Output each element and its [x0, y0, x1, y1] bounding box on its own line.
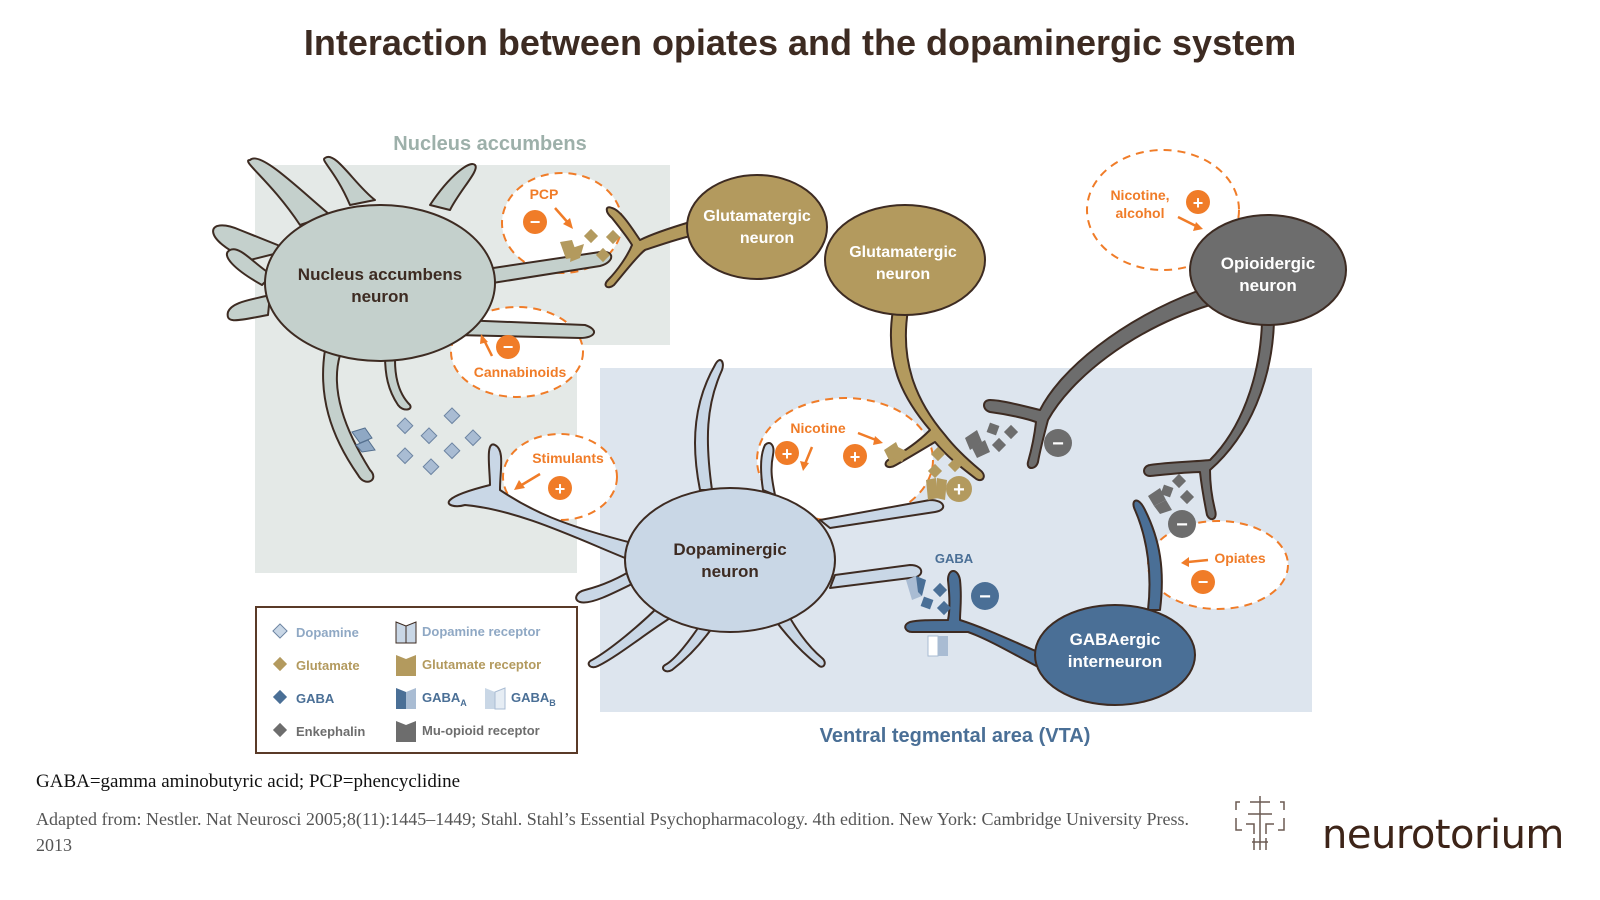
gaba-neuron-label-2: interneuron [1068, 652, 1162, 671]
glutamate-plus-sign: + [953, 479, 965, 501]
dopamine-receptor-nac [351, 427, 376, 453]
legend-dopamine-receptor-icon [395, 621, 417, 644]
gaba-receptors [906, 576, 948, 657]
nac-neuron-label-2: neuron [351, 287, 409, 306]
cannabinoids-label: Cannabinoids [474, 364, 567, 380]
dopa-neuron-label-2: neuron [701, 562, 759, 581]
opiates-label: Opiates [1214, 550, 1266, 566]
glutamate-plus-badge [946, 476, 972, 502]
pcp-annotation: PCP − [523, 186, 573, 234]
legend-glutamate-icon [272, 656, 288, 672]
enkephalin-minus-sign-1: − [1052, 433, 1064, 455]
gabaergic-interneuron [904, 499, 1196, 706]
nicotine-alcohol-zone [1086, 149, 1240, 271]
legend-gaba-label: GABA [296, 691, 335, 706]
nicotine-alcohol-arrow [1177, 215, 1197, 228]
legend-glutamate-receptor-label: Glutamate receptor [422, 657, 541, 672]
nicotine-label: Nicotine [790, 420, 845, 436]
mu-opioid-receptors [965, 430, 1172, 514]
enkephalin-minus-badge-1 [1044, 429, 1072, 457]
source-citation: Adapted from: Nestler. Nat Neurosci 2005… [36, 809, 1190, 855]
opioid-label-2: neuron [1239, 276, 1297, 295]
nicotine-annotation: Nicotine + + [775, 420, 883, 471]
pcp-effect-sign: − [530, 212, 541, 232]
nicotine-effect-badge-1 [775, 441, 799, 465]
legend-gaba-icon [272, 689, 288, 705]
nucleus-accumbens-neuron [212, 155, 613, 483]
legend-gaba-b-icon [485, 687, 506, 710]
enkephalin-molecules [986, 422, 1195, 505]
abbreviations-footnote: GABA=gamma aminobutyric acid; PCP=phency… [36, 771, 461, 792]
nicotine-alcohol-label-1: Nicotine, [1110, 187, 1169, 203]
gaba-molecules [920, 582, 952, 616]
legend-enkephalin-icon [272, 722, 288, 738]
cannabinoids-annotation: − Cannabinoids [474, 334, 567, 380]
legend-mu-opioid-receptor-icon [396, 721, 416, 742]
dopaminergic-neuron [447, 359, 945, 673]
legend-glutamate-label: Glutamate [296, 658, 360, 673]
opiates-arrow [1187, 558, 1209, 564]
stimulants-arrow [519, 472, 541, 488]
glutamatergic-neuron-2 [824, 204, 986, 482]
nicotine-arrow-right [857, 431, 877, 442]
nucleus-accumbens-label: Nucleus accumbens [393, 133, 586, 155]
legend-dopamine-icon [272, 623, 288, 639]
gaba-neuron-label-1: GABAergic [1070, 630, 1161, 649]
stimulants-label: Stimulants [532, 450, 604, 466]
enkephalin-minus-badge-2 [1168, 510, 1196, 538]
opioidergic-neuron [983, 214, 1347, 521]
stimulants-effect-sign: + [555, 479, 566, 499]
gaba-minus-sign: − [979, 586, 991, 608]
nicotine-effect-sign-2: + [850, 447, 861, 467]
glutamate-receptors [560, 240, 947, 500]
nicotine-alcohol-annotation: Nicotine, alcohol + [1110, 187, 1210, 231]
nicotine-arrow-down [803, 446, 814, 465]
neurotorium-logo-icon [1235, 796, 1285, 850]
nicotine-effect-badge-2 [843, 444, 867, 468]
legend-dopamine-receptor-label: Dopamine receptor [422, 624, 540, 639]
glut2-label-1: Glutamatergic [849, 244, 957, 261]
nicotine-alcohol-effect-sign: + [1193, 193, 1204, 213]
nicotine-alcohol-label-2: alcohol [1115, 205, 1164, 221]
opiates-effect-badge [1191, 570, 1215, 594]
nac-neuron-label-1: Nucleus accumbens [298, 265, 462, 284]
legend-gaba-a-icon [396, 688, 416, 709]
legend-gaba-a-label: GABAA [422, 690, 467, 708]
nicotine-effect-sign-1: + [782, 444, 793, 464]
opiates-effect-sign: − [1198, 572, 1209, 592]
legend-gaba-b-label: GABAB [511, 690, 556, 708]
pcp-label: PCP [530, 186, 559, 202]
legend-enkephalin-label: Enkephalin [296, 724, 365, 739]
legend-dopamine-label: Dopamine [296, 625, 359, 640]
cannabinoids-effect-sign: − [503, 337, 514, 357]
stimulants-effect-badge [548, 476, 572, 500]
stimulants-annotation: Stimulants + [514, 450, 604, 500]
dopamine-molecules [396, 407, 482, 476]
cannabinoids-effect-badge [496, 335, 520, 359]
legend-mu-opioid-receptor-label: Mu-opioid receptor [422, 723, 540, 738]
glutamate-molecules [583, 228, 963, 479]
enkephalin-minus-sign-2: − [1176, 514, 1188, 536]
gaba-minus-badge [971, 582, 999, 610]
pcp-effect-badge [523, 210, 547, 234]
gaba-synapse-label: GABA [935, 551, 974, 566]
brand-name: neurotorium [1322, 812, 1564, 858]
legend-glutamate-receptor-icon [396, 655, 416, 676]
glut2-label-2: neuron [876, 266, 930, 283]
glut1-label-1: Glutamatergic [703, 208, 811, 225]
neurotorium-logo: neurotorium [1235, 796, 1582, 872]
dopa-neuron-label-1: Dopaminergic [673, 540, 786, 559]
opioid-label-1: Opioidergic [1221, 254, 1315, 273]
vta-label: Ventral tegmental area (VTA) [820, 725, 1091, 747]
nicotine-alcohol-effect-badge [1186, 190, 1210, 214]
glut1-label-2: neuron [740, 230, 794, 247]
glutamatergic-neuron-1 [604, 174, 828, 289]
opiates-zone [1147, 520, 1289, 610]
page-title: Interaction between opiates and the dopa… [303, 22, 1297, 63]
legend: Dopamine Glutamate GABA Enkephalin Dopam… [255, 606, 578, 754]
opiates-annotation: Opiates − [1181, 550, 1266, 594]
